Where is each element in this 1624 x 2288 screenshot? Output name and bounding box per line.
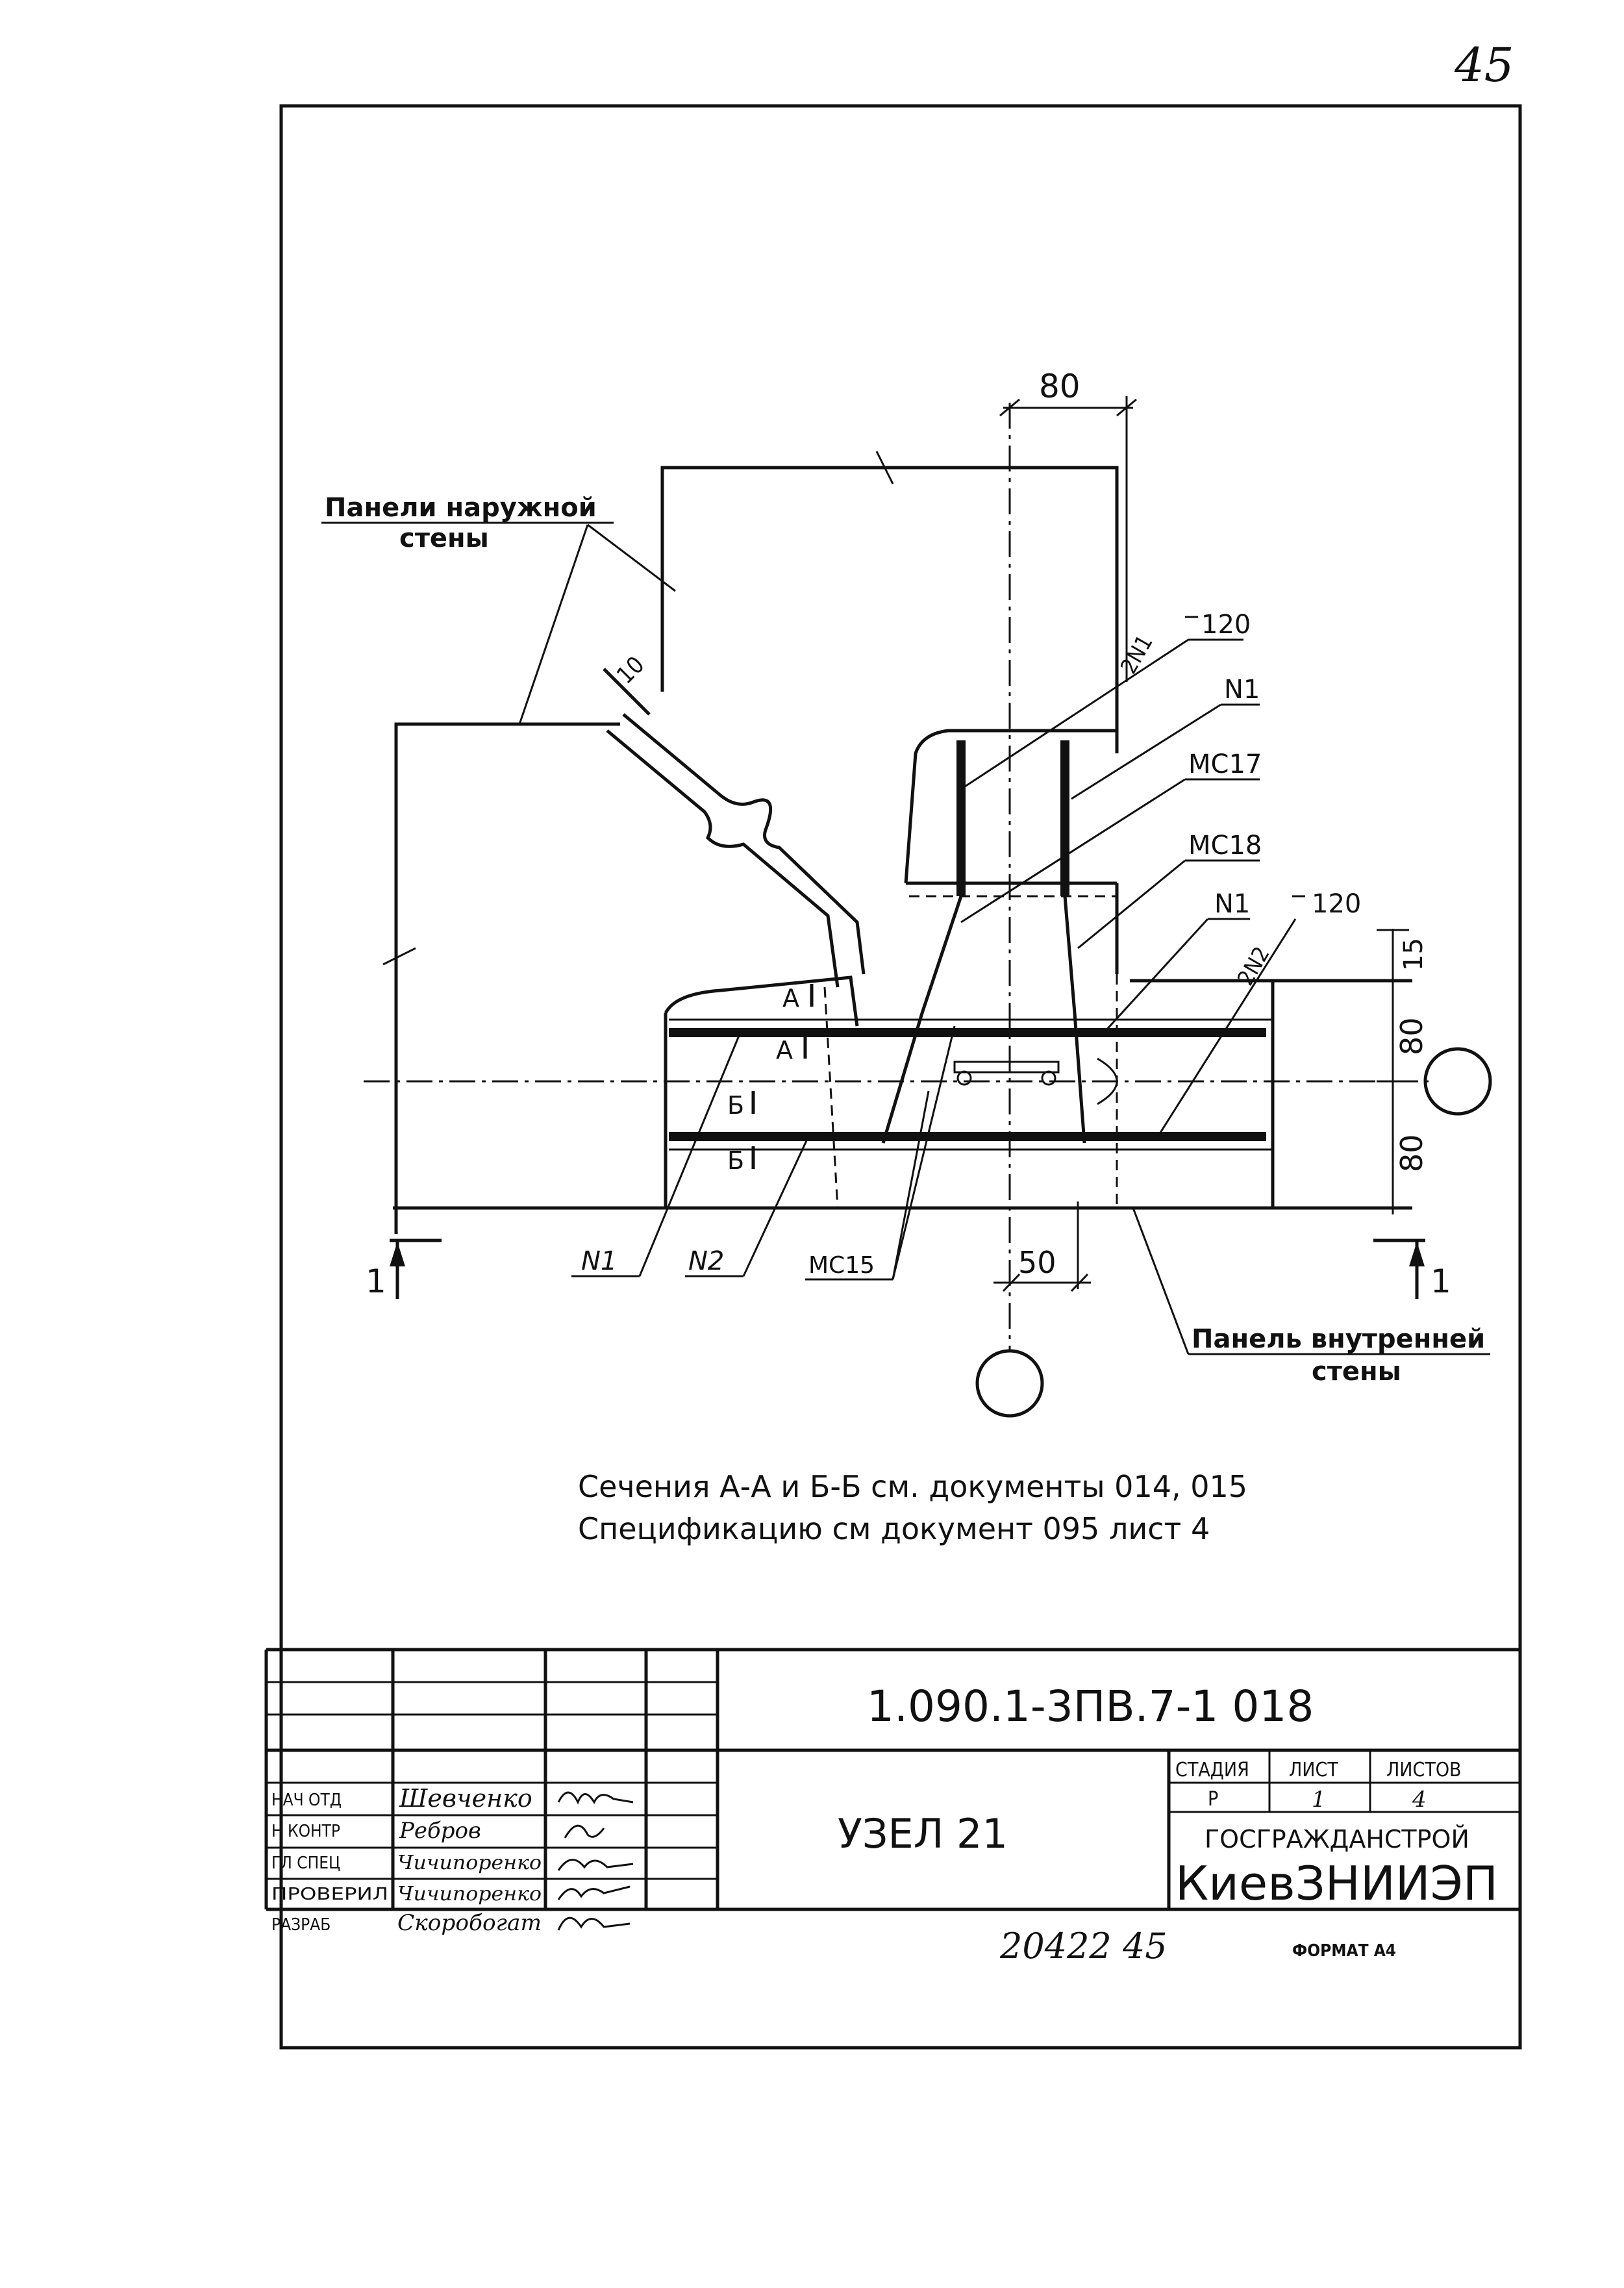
inner-panel-label-1: Панель внутренней: [1192, 1324, 1485, 1354]
svg-text:80: 80: [1394, 1134, 1429, 1172]
name-proveril: Чичипоренко: [397, 1883, 542, 1905]
node-drawing: [364, 396, 1429, 1351]
svg-text:2N2: 2N2: [1232, 942, 1275, 990]
role-proveril: ПРОВЕРИЛ: [271, 1885, 388, 1904]
callouts: 2N1 120 N1 MC17 MC18 N1 120 2N2 N1 N2 MC…: [571, 610, 1361, 1281]
cut-marker-right: 1: [1373, 1238, 1451, 1300]
svg-text:120: 120: [1312, 889, 1361, 919]
role-nach-otd: НАЧ ОТД: [271, 1791, 342, 1810]
svg-text:MC17: MC17: [1188, 749, 1262, 779]
section-marks: A A Б Б: [727, 984, 814, 1175]
svg-text:N2: N2: [688, 1246, 724, 1276]
name-nach-otd: Шевченко: [399, 1784, 532, 1813]
role-gl-spec: ГЛ СПЕЦ: [271, 1854, 340, 1873]
svg-text:1: 1: [1430, 1263, 1451, 1300]
stage-header: СТАДИЯ: [1175, 1759, 1249, 1781]
svg-text:80: 80: [1039, 368, 1081, 405]
dimension-top: 80: [999, 368, 1137, 417]
svg-text:MC15: MC15: [808, 1252, 875, 1279]
name-n-kontr: Ребров: [399, 1818, 481, 1844]
org-line-1: ГОСГРАЖДАНСТРОЙ: [1205, 1825, 1469, 1854]
cut-marker-left: 1: [366, 1238, 442, 1300]
svg-text:N1: N1: [581, 1246, 617, 1276]
outer-panel-label-1: Панели наружной: [325, 493, 597, 523]
note-specification: Спецификацию см документ 095 лист 4: [578, 1511, 1210, 1546]
svg-text:A: A: [776, 1036, 793, 1064]
drawing-title: УЗЕЛ 21: [838, 1810, 1008, 1857]
outer-panel-label-2: стены: [399, 523, 489, 553]
svg-text:MC18: MC18: [1188, 831, 1262, 861]
svg-text:A: A: [782, 984, 799, 1012]
axis-bubble-bottom: [975, 1349, 1044, 1418]
sheets-header: ЛИСТОВ: [1386, 1759, 1462, 1781]
inner-panel-label-2: стены: [1312, 1357, 1401, 1387]
sheets-value: 4: [1412, 1787, 1427, 1813]
svg-text:Б: Б: [727, 1146, 744, 1175]
signatures: [557, 1791, 634, 1931]
svg-text:1: 1: [366, 1263, 386, 1300]
svg-text:N1: N1: [1214, 889, 1250, 919]
svg-text:2N1: 2N1: [1116, 631, 1158, 679]
page-number: 45: [1454, 38, 1514, 92]
doc-code: 1.090.1-3ПВ.7-1 018: [867, 1681, 1314, 1731]
role-n-kontr: Н КОНТР: [271, 1822, 340, 1841]
svg-text:Б: Б: [727, 1091, 744, 1120]
note-sections: Сечения А-А и Б-Б см. документы 014, 015: [578, 1469, 1247, 1504]
name-razrab: Скоробогат: [397, 1910, 542, 1936]
svg-text:50: 50: [1018, 1245, 1056, 1280]
svg-text:80: 80: [1394, 1017, 1429, 1055]
svg-text:N1: N1: [1224, 675, 1260, 705]
svg-text:15: 15: [1399, 938, 1429, 971]
drawing-frame: [279, 104, 1522, 2050]
org-line-2: КиевЗНИИЭП: [1175, 1856, 1498, 1911]
format-label: ФОРМАТ А4: [1292, 1941, 1396, 1961]
dimension-bottom: 50: [993, 1201, 1091, 1292]
sheet-value: 1: [1312, 1787, 1326, 1813]
inventory-number: 20422 45: [999, 1926, 1168, 1967]
role-razrab: РАЗРАБ: [271, 1915, 331, 1935]
dimension-right: 15 80 80: [1377, 929, 1429, 1214]
svg-text:120: 120: [1201, 610, 1251, 640]
stage-value: Р: [1208, 1788, 1218, 1811]
sheet-header: ЛИСТ: [1289, 1759, 1338, 1781]
name-gl-spec: Чичипоренко: [397, 1852, 542, 1874]
axis-bubble-right: [1423, 1047, 1492, 1116]
title-block: [264, 1648, 1519, 1911]
